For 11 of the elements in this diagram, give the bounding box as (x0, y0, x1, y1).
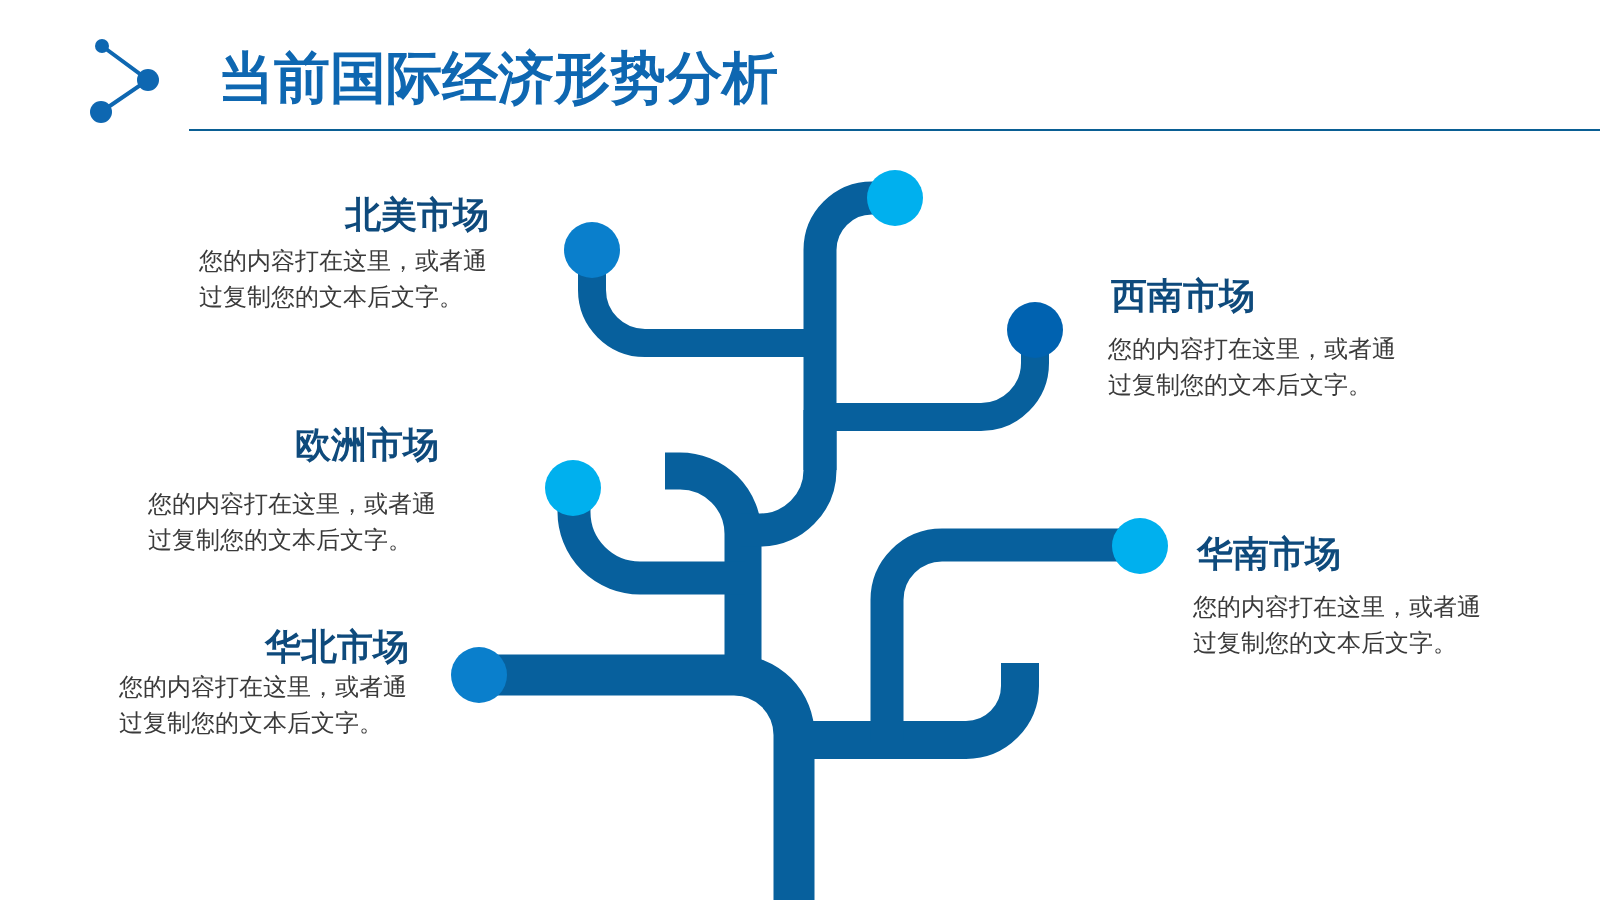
section-description: 您的内容打在这里，或者通过复制您的文本后文字。 (148, 489, 437, 556)
section-heading: 华北市场 (263, 625, 409, 669)
section-heading: 西南市场 (1111, 274, 1256, 318)
section-heading: 华南市场 (1197, 532, 1342, 576)
slide-title: 当前国际经济形势分析 (218, 44, 778, 112)
section-description: 您的内容打在这里，或者通过复制您的文本后文字。 (1193, 592, 1482, 659)
section-heading: 北美市场 (344, 193, 489, 237)
section-heading: 欧洲市场 (294, 423, 439, 467)
section-description: 您的内容打在这里，或者通过复制您的文本后文字。 (119, 672, 408, 739)
section-description: 您的内容打在这里，或者通过复制您的文本后文字。 (199, 246, 488, 313)
section-description: 您的内容打在这里，或者通过复制您的文本后文字。 (1108, 334, 1397, 401)
